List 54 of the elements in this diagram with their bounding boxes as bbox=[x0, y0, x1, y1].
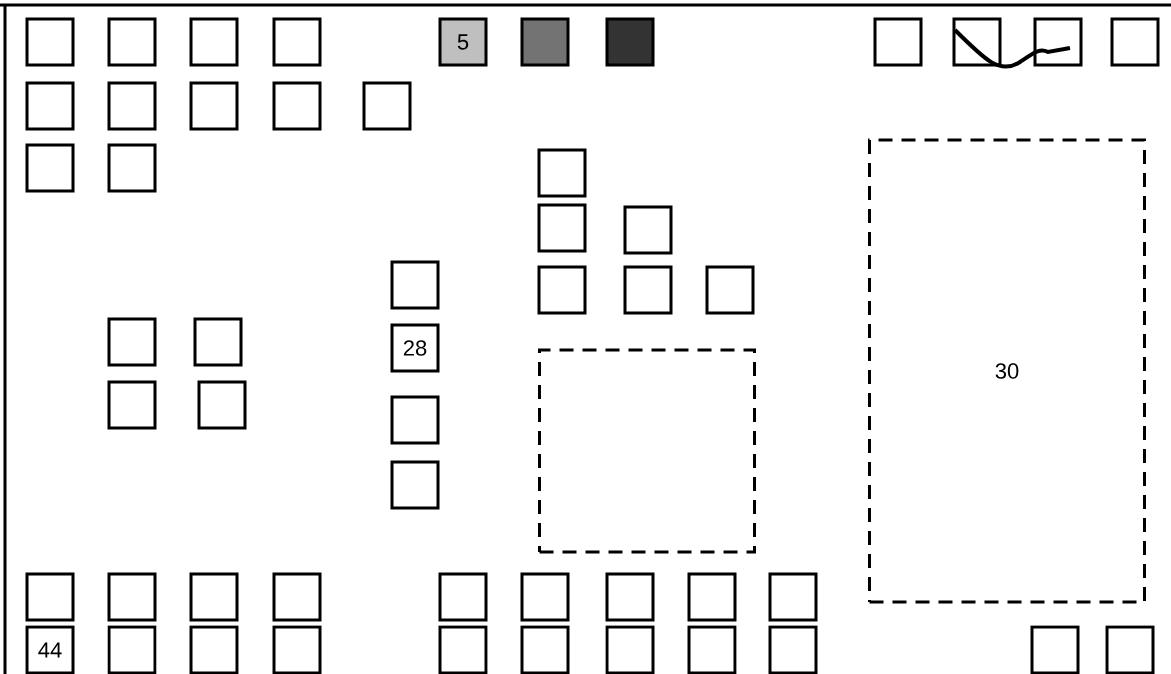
empty-box bbox=[107, 143, 157, 193]
empty-box bbox=[1105, 625, 1155, 674]
empty-box bbox=[107, 625, 157, 674]
empty-box bbox=[1030, 625, 1080, 674]
empty-box bbox=[438, 572, 488, 622]
empty-box bbox=[189, 625, 239, 674]
empty-box bbox=[768, 572, 818, 622]
numbered-box: 28 bbox=[390, 323, 440, 373]
empty-box bbox=[1033, 17, 1083, 67]
empty-box bbox=[25, 143, 75, 193]
empty-box bbox=[107, 317, 157, 367]
empty-box bbox=[189, 17, 239, 67]
numbered-area: 30 bbox=[868, 138, 1146, 604]
shaded-box bbox=[520, 17, 570, 67]
empty-box bbox=[107, 17, 157, 67]
dashed-area bbox=[538, 348, 756, 554]
empty-box bbox=[537, 203, 587, 253]
empty-box bbox=[197, 380, 247, 430]
empty-box bbox=[193, 317, 243, 367]
empty-box bbox=[272, 17, 322, 67]
empty-box bbox=[873, 17, 923, 67]
empty-box bbox=[189, 81, 239, 131]
empty-box bbox=[362, 81, 412, 131]
empty-box bbox=[623, 265, 673, 315]
empty-box bbox=[272, 81, 322, 131]
empty-box bbox=[189, 572, 239, 622]
empty-box bbox=[687, 625, 737, 674]
empty-box bbox=[520, 572, 570, 622]
empty-box bbox=[687, 572, 737, 622]
empty-box bbox=[952, 17, 1002, 67]
empty-box bbox=[25, 17, 75, 67]
numbered-box: 5 bbox=[438, 17, 488, 67]
empty-box bbox=[107, 380, 157, 430]
empty-box bbox=[390, 395, 440, 445]
shaded-box bbox=[605, 17, 655, 67]
empty-box bbox=[25, 81, 75, 131]
empty-box bbox=[537, 148, 587, 198]
empty-box bbox=[272, 572, 322, 622]
empty-box bbox=[705, 265, 755, 315]
empty-box bbox=[537, 265, 587, 315]
empty-box bbox=[390, 260, 440, 310]
empty-box bbox=[107, 81, 157, 131]
empty-box bbox=[520, 625, 570, 674]
numbered-box: 44 bbox=[25, 625, 75, 674]
empty-box bbox=[25, 572, 75, 622]
empty-box bbox=[623, 205, 673, 255]
empty-box bbox=[605, 625, 655, 674]
empty-box bbox=[107, 572, 157, 622]
empty-box bbox=[438, 625, 488, 674]
empty-box bbox=[390, 460, 440, 510]
empty-box bbox=[272, 625, 322, 674]
empty-box bbox=[1110, 17, 1160, 67]
empty-box bbox=[768, 625, 818, 674]
empty-box bbox=[605, 572, 655, 622]
